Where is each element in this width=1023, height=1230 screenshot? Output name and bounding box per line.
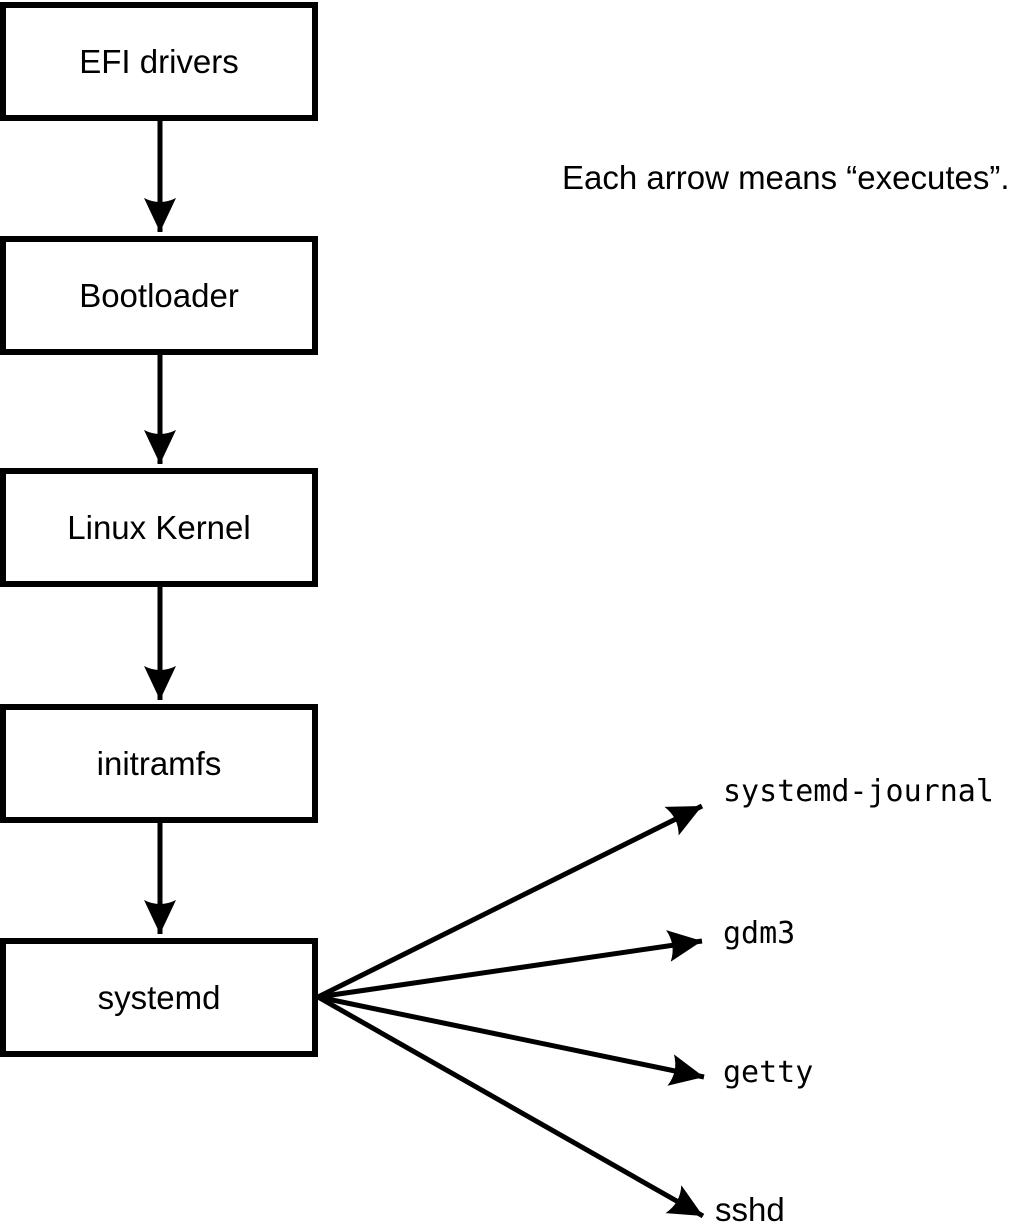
service-label-gdm3: gdm3 bbox=[723, 916, 796, 951]
service-label-sshd: sshd bbox=[715, 1191, 785, 1228]
box-systemd-label: systemd bbox=[97, 979, 221, 1016]
box-initramfs: initramfs bbox=[0, 704, 318, 823]
arrow-systemd-to-sshd bbox=[316, 994, 705, 1219]
box-systemd: systemd bbox=[0, 938, 318, 1057]
box-linux-kernel-label: Linux Kernel bbox=[67, 509, 251, 546]
service-label-systemd-journal: systemd-journal bbox=[723, 774, 994, 809]
box-bootloader-label: Bootloader bbox=[79, 277, 239, 314]
box-initramfs-label: initramfs bbox=[96, 745, 222, 782]
box-linux-kernel: Linux Kernel bbox=[0, 468, 318, 587]
box-efi-drivers-label: EFI drivers bbox=[79, 43, 239, 80]
box-efi-drivers: EFI drivers bbox=[0, 2, 318, 121]
arrow-systemd-to-getty bbox=[317, 994, 705, 1086]
arrow-systemd-to-gdm3 bbox=[317, 930, 703, 1000]
arrow-systemd-to-journal bbox=[316, 803, 704, 1000]
service-label-getty: getty bbox=[723, 1055, 814, 1090]
arrow-legend-note: Each arrow means “executes”. bbox=[562, 159, 1010, 196]
box-bootloader: Bootloader bbox=[0, 236, 318, 355]
